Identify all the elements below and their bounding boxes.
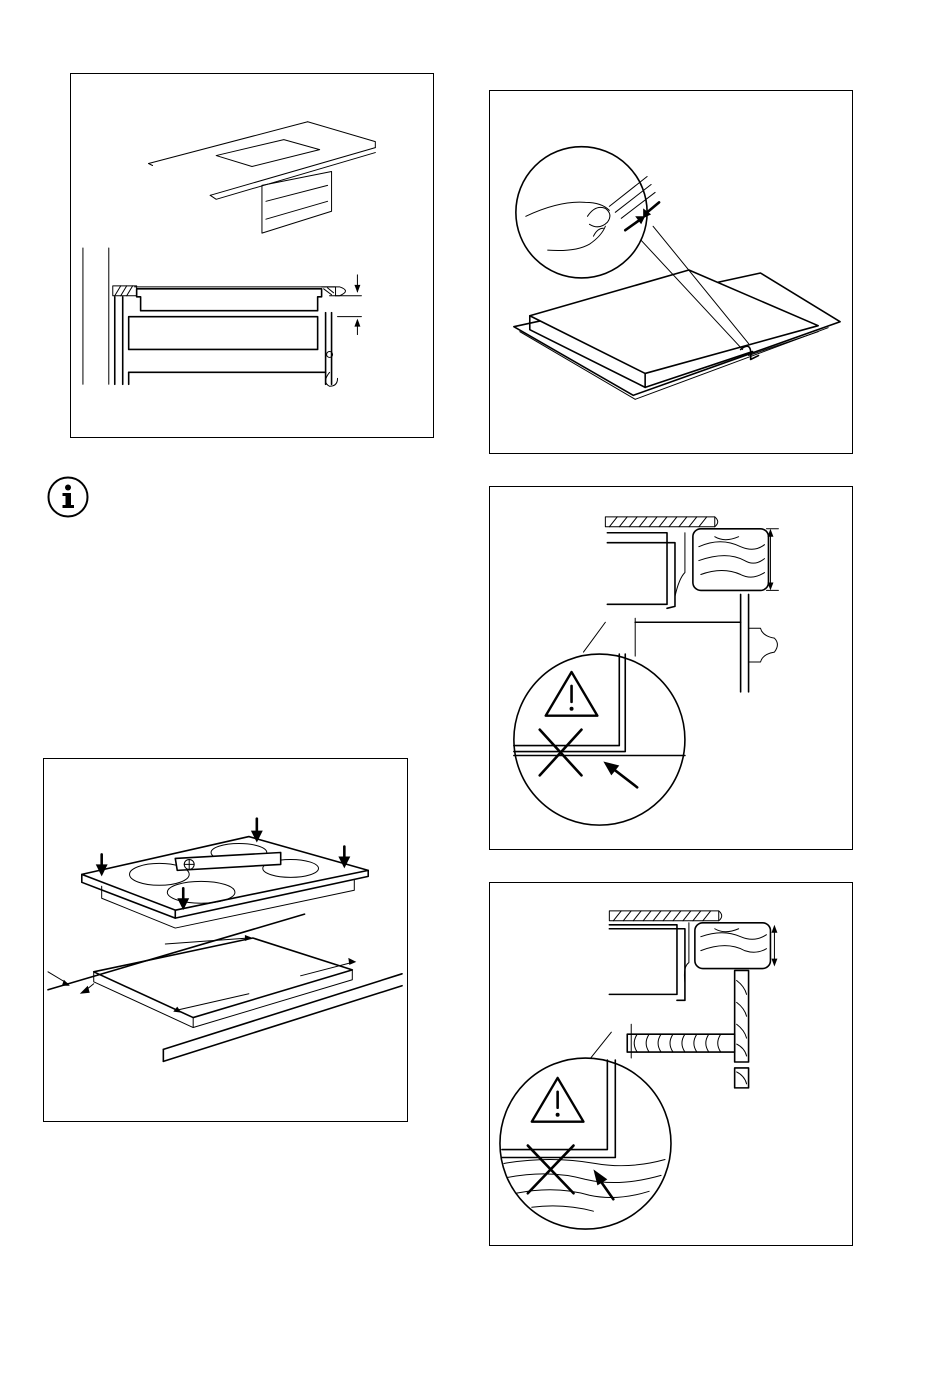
figure-hob-sealing-strip [489, 90, 853, 454]
hob-sealing-strip-drawing [490, 91, 852, 453]
figure-clearance-oven-warning [489, 486, 853, 850]
magnifier-circle [500, 1058, 671, 1229]
magnifier-circle [514, 654, 685, 825]
figure-hob-cabinet-drawer [70, 73, 434, 438]
clearance-shelf-drawing [490, 883, 852, 1245]
shelf-board [627, 1034, 734, 1052]
drawer-box [129, 317, 318, 350]
wood-edge [693, 529, 769, 591]
clearance-oven-drawing [490, 487, 852, 849]
hob-cutout-insertion-drawing [44, 759, 407, 1121]
hob-cabinet-drawing [71, 74, 433, 437]
figure-hob-cutout-insertion [43, 758, 408, 1122]
info-icon [46, 475, 90, 519]
worktop-section [113, 286, 137, 296]
figure-clearance-shelf-warning [489, 882, 853, 1246]
wood-edge [695, 923, 771, 969]
